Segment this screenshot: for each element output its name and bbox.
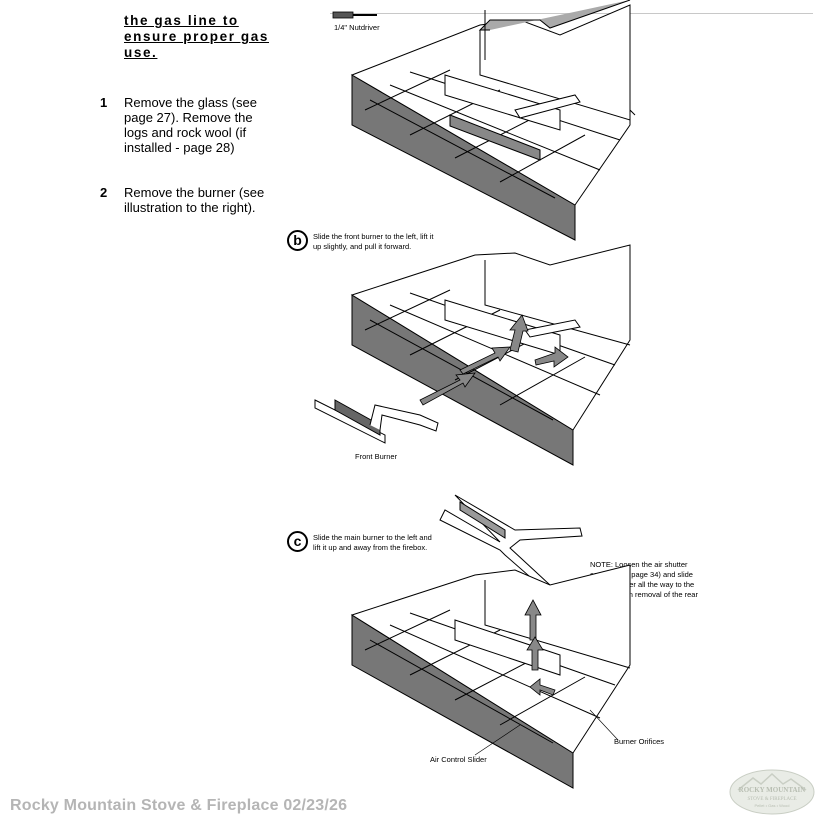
caption-line: Slide the front burner to the left, lift… — [313, 232, 434, 241]
rocky-mountain-logo: ROCKY MOUNTAIN STOVE & FIREPLACE Pellet … — [729, 769, 815, 815]
warning-line: the gas line to — [124, 13, 239, 28]
step-line: Remove the glass (see — [124, 95, 257, 110]
air-control-slider-label: Air Control Slider — [430, 755, 487, 764]
step-2-number: 2 — [100, 185, 108, 200]
footer-company-date: Rocky Mountain Stove & Fireplace 02/23/2… — [10, 797, 348, 814]
lift-arrows — [524, 599, 556, 696]
step-1-text: Remove the glass (see page 27). Remove t… — [124, 95, 284, 155]
front-burner-drawing — [314, 399, 439, 444]
step-c-caption: Slide the main burner to the left and li… — [313, 533, 432, 553]
step-b-marker: b — [287, 230, 308, 251]
figure-b-front-burner-removal: Front Burner — [314, 244, 631, 466]
note-line: right to aid in removal of the rear — [590, 590, 698, 599]
step-line: Remove the burner (see — [124, 185, 265, 200]
figure-c-main-burner-removal — [350, 494, 631, 789]
warning-line: use. — [124, 45, 158, 60]
step-1-number: 1 — [100, 95, 108, 110]
nutdriver-icon — [332, 11, 377, 19]
caption-line: up slightly, and pull it forward. — [313, 242, 412, 251]
front-burner-label: Front Burner — [355, 452, 398, 461]
burner-orifices-label: Burner Orifices — [614, 737, 665, 746]
logo-line-2: STOVE & FIREPLACE — [747, 797, 796, 802]
note-line: control (see page 34) and slide — [590, 570, 693, 579]
note-line: the air shutter all the way to the — [590, 580, 695, 589]
removal-arrows — [419, 314, 569, 406]
figure-a-firebox-illustration: 1/4" Nutdriver — [332, 0, 636, 241]
step-line: logs and rock wool (if — [124, 125, 247, 140]
caption-line: Slide the main burner to the left and — [313, 533, 432, 542]
step-line: illustration to the right). — [124, 200, 256, 215]
step-line: page 27). Remove the — [124, 110, 253, 125]
gas-line-warning: the gas line to ensure proper gas use. — [124, 13, 274, 61]
caption-line: lift it up and away from the firebox. — [313, 543, 428, 552]
logo-line-1: ROCKY MOUNTAIN — [739, 786, 806, 794]
nutdriver-label: 1/4" Nutdriver — [334, 23, 380, 32]
step-line: installed - page 28) — [124, 140, 235, 155]
warning-line: ensure proper gas — [124, 29, 269, 44]
step-b-caption: Slide the front burner to the left, lift… — [313, 232, 433, 252]
step-c-marker: c — [287, 531, 308, 552]
logo-line-3: Pellet • Gas • Wood — [755, 803, 790, 808]
note-line: NOTE: Loosen the air shutter — [590, 560, 688, 569]
step-2-text: Remove the burner (see illustration to t… — [124, 185, 284, 215]
